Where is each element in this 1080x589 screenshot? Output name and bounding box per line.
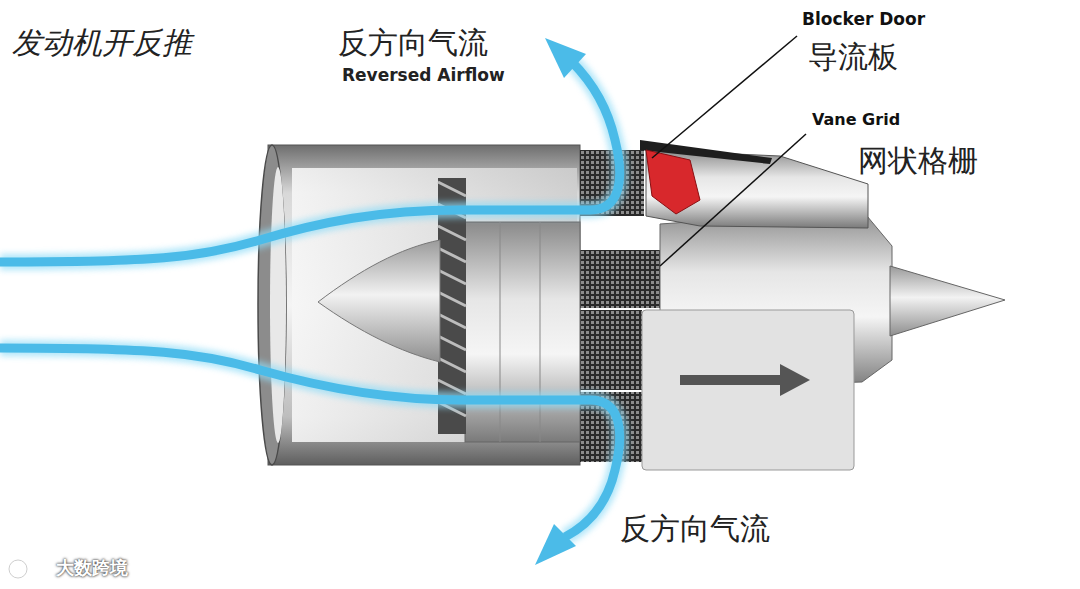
label-anchor: Reversed Airflow (342, 66, 505, 86)
translating-cowl (642, 150, 868, 470)
watermark-icon (9, 560, 51, 578)
nacelle (258, 145, 580, 465)
label-anchor: 反方向气流 (620, 512, 770, 547)
label-anchor: 网状格栅 (858, 144, 978, 179)
title-anchor: 发动机开反推 (12, 26, 192, 61)
airflow-arrows (0, 38, 620, 565)
core-casing (465, 222, 580, 442)
part-name: 网状格栅 (858, 144, 978, 179)
label-anchor: 反方向气流 (338, 26, 488, 61)
label-anchor: Vane Grid (812, 111, 900, 129)
part-name-en: Vane Grid (812, 111, 900, 129)
flow-label: 反方向气流 (338, 26, 488, 61)
label-anchor: Blocker Door (802, 10, 925, 30)
watermark: 大数跨境 (56, 558, 128, 579)
label-anchor: 大数跨境 (56, 558, 128, 579)
part-name-en: Blocker Door (802, 10, 925, 30)
spinner (318, 240, 440, 362)
diagram-title: 发动机开反推 (12, 26, 192, 61)
flow-label: 反方向气流 (620, 512, 770, 547)
label-anchor: 导流板 (808, 40, 898, 75)
part-name: 导流板 (808, 40, 898, 75)
leader-lines (652, 36, 806, 266)
nozzle-plug (890, 266, 1005, 336)
flow-label-en: Reversed Airflow (342, 66, 505, 86)
